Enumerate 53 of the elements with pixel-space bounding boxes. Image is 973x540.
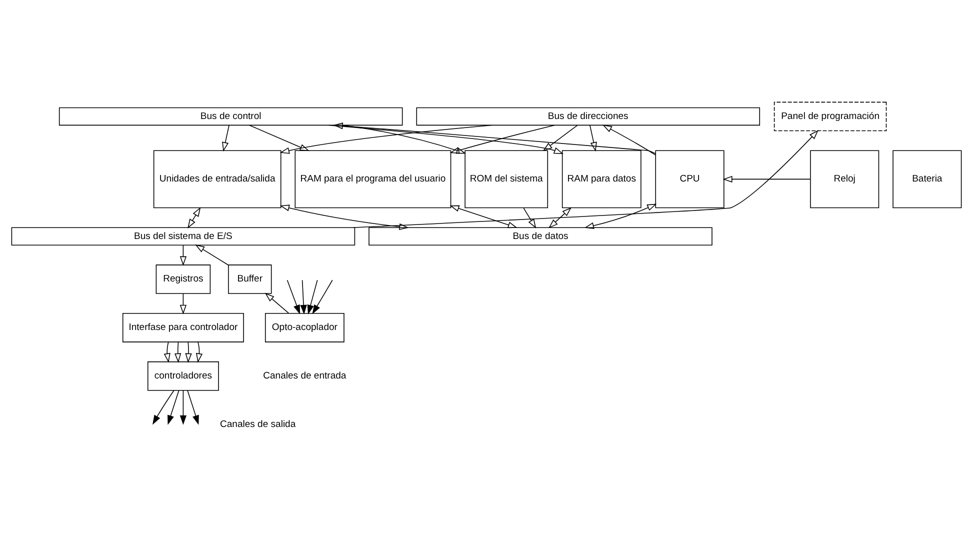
arrow: [352, 130, 818, 228]
arrow: [280, 124, 492, 154]
arrow: [180, 244, 187, 266]
arrow: [195, 244, 229, 266]
arrow: [542, 124, 578, 151]
arrow: [312, 279, 333, 314]
arrow: [450, 204, 518, 228]
arrow: [590, 124, 597, 152]
node-box: Bus de datos: [368, 226, 712, 245]
arrow: [164, 341, 170, 362]
node-box: Interfase para controlador: [122, 312, 244, 342]
arrow: [286, 279, 300, 314]
node-box: Bus de control: [58, 106, 403, 126]
arrow: [174, 341, 182, 362]
node-box: Reloj: [810, 150, 880, 208]
node-box: Unidades de entrada/salida: [153, 150, 282, 208]
arrow: [180, 292, 187, 314]
arrow: [280, 204, 409, 230]
arrow: [307, 279, 320, 314]
node-box: ROM del sistema: [464, 150, 548, 208]
arrow: [168, 390, 180, 424]
node-box: controladores: [147, 360, 219, 390]
arrow: [187, 390, 199, 424]
arrow: [249, 124, 310, 151]
arrow: [584, 203, 657, 228]
arrow: [333, 122, 656, 154]
arrow: [342, 124, 466, 154]
arrow: [722, 175, 811, 182]
node-box: RAM para el programa del usuario: [294, 150, 452, 208]
arrow: [185, 341, 192, 362]
arrow: [548, 206, 572, 228]
arrow: [523, 207, 536, 228]
arrow: [450, 124, 555, 154]
node-box: Opto-acoplador: [264, 312, 344, 342]
arrow: [152, 390, 174, 424]
arrow: [300, 279, 307, 314]
node-box: RAM para datos: [562, 150, 642, 208]
arrow: [264, 292, 290, 314]
arrow: [180, 390, 187, 424]
arrow: [222, 124, 230, 152]
node-box: Panel de programación: [774, 101, 887, 131]
arrow: [328, 124, 564, 154]
label: Canales de entrada: [263, 370, 346, 382]
node-box: CPU: [655, 150, 724, 208]
node-box: Registros: [156, 264, 211, 294]
arrow: [188, 206, 201, 228]
node-box: Bus de direcciones: [416, 106, 760, 126]
node-box: Buffer: [228, 264, 272, 294]
node-box: Bateria: [892, 150, 962, 208]
arrow: [602, 124, 656, 155]
node-box: Bus del sistema de E/S: [11, 226, 356, 245]
arrow: [196, 341, 203, 362]
label: Canales de salida: [220, 418, 296, 430]
